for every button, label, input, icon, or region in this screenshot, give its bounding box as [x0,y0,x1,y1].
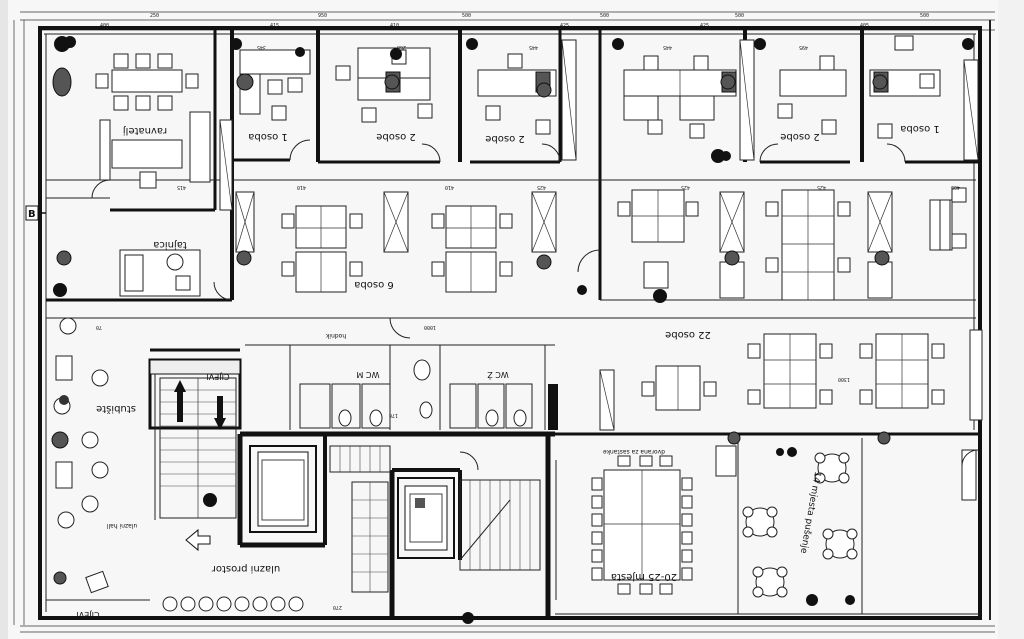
svg-text:500: 500 [735,13,744,19]
label-ulazni-hall: ulazni hall [106,522,137,529]
label-cijevi-bottom: CIJEVI [76,610,99,619]
director-office [52,53,211,189]
section-marker-b: B [28,209,36,220]
dim-label: 425 [817,184,826,190]
lounge-seating [46,317,304,612]
label-open-22: 22 osobe [665,329,711,340]
label-ravnatelj: ravnatelj [123,125,167,136]
svg-text:500: 500 [920,13,929,19]
label-cijevi: CIJEVI [206,372,229,381]
label-office-1-left: 1 osoba [248,131,287,142]
label-stubiste: stubište [96,403,136,415]
dim-label: 410 [445,184,454,190]
svg-text:250: 250 [150,13,159,19]
doors [91,139,979,471]
partition-panels [219,39,983,431]
staircase [159,377,541,571]
label-hodnik: hodnik [325,332,346,339]
svg-text:950: 950 [318,13,327,19]
storage-grid [329,445,391,593]
label-tajnica: tajnica [153,239,187,250]
dim-label: 345 [257,44,266,50]
label-wc-m: WC M [356,370,379,379]
dim-label: 1300 [838,376,850,382]
dim-label: 70 [96,324,102,330]
dim-label: 260 [397,44,406,50]
svg-text:500: 500 [462,13,471,19]
wc-fixtures [299,359,558,430]
label-open-6: 6 osoba [354,279,393,290]
dim-label: 410 [297,184,306,190]
label-office-2a: 2 osobe [376,131,416,142]
elevators [249,445,455,559]
label-mjesta-25: 20-25 mjesta [611,571,677,582]
plants [53,36,974,624]
meeting-table [555,455,693,600]
dim-label: 270 [333,604,342,610]
smoking-tables [715,431,977,598]
label-office-2b: 2 osobe [485,133,525,144]
dim-label: 425 [681,184,690,190]
workstations [281,187,967,411]
dim-label: 445 [529,44,538,50]
dimension-labels: 415 410 410 425 425 425 405 1000 1300 44… [96,44,960,610]
dim-label: 445 [663,44,672,50]
dim-label: 1000 [424,324,436,330]
dim-label: 415 [177,184,186,190]
label-office-1-right: 1 osoba [900,123,939,134]
label-ulazni-prostor: ulazni prostor [211,563,280,574]
label-dvorana: dvorana za sastanke [603,448,665,455]
secretary-office [56,249,252,297]
dim-label: 495 [799,44,808,50]
label-office-2c: 2 osobe [780,131,820,142]
svg-text:500: 500 [600,13,609,19]
dim-label: 170 [389,412,398,418]
columns [59,74,888,405]
dim-label: 425 [537,184,546,190]
dim-label: 405 [951,184,960,190]
label-wc-z: WC Ž [487,370,509,381]
